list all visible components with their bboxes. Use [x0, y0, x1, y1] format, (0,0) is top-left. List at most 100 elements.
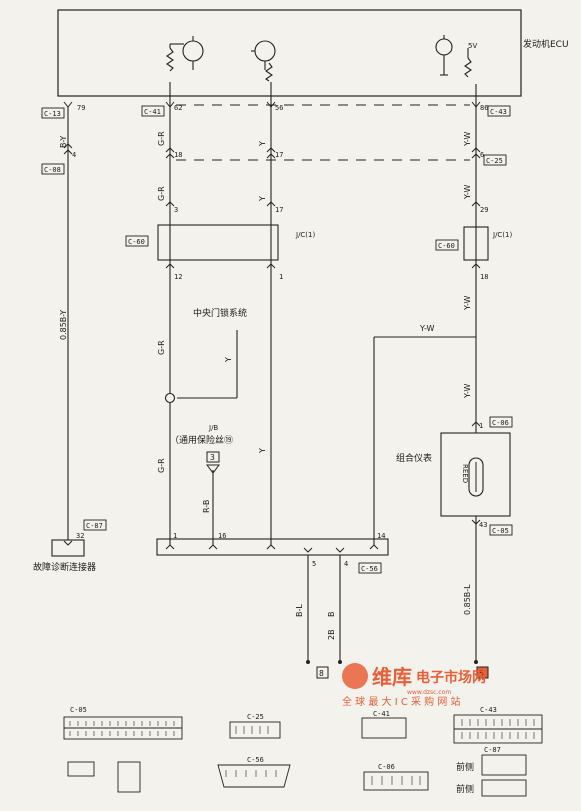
- svg-text:G-R: G-R: [157, 186, 166, 201]
- ground-right-label: 5: [479, 669, 484, 678]
- tag-c60b: C-60: [438, 242, 455, 250]
- svg-text:www.dzsc.com: www.dzsc.com: [407, 689, 451, 696]
- legend-c05: C-05: [70, 706, 87, 714]
- diag-label: 故障诊断连接器: [33, 561, 96, 573]
- tag-c43: C-43: [490, 108, 507, 116]
- svg-text:79: 79: [77, 104, 85, 112]
- fuse-number: 3: [210, 453, 215, 462]
- svg-text:G-R: G-R: [157, 340, 166, 355]
- svg-text:Y: Y: [258, 448, 267, 454]
- transistor-1-icon: [182, 40, 204, 62]
- svg-text:0.85B-Y: 0.85B-Y: [59, 310, 68, 340]
- wires: [67, 82, 477, 660]
- svg-text:62: 62: [174, 104, 182, 112]
- meter-box: [440, 432, 511, 517]
- svg-text:56: 56: [275, 104, 283, 112]
- meter-label: 组合仪表: [396, 452, 432, 464]
- svg-text:16: 16: [218, 532, 226, 540]
- jc-label-left: J/C(1): [295, 231, 315, 239]
- legend-front-1: 前侧: [456, 761, 474, 773]
- svg-text:12: 12: [174, 273, 182, 281]
- tag-c05: C-05: [492, 527, 509, 535]
- reed-label: REED: [461, 464, 469, 483]
- svg-text:32: 32: [76, 532, 84, 540]
- svg-text:43: 43: [479, 521, 487, 529]
- svg-text:Y-W: Y-W: [463, 296, 472, 312]
- fuse-icon: [206, 464, 220, 474]
- legend-c25: C-25: [247, 713, 264, 721]
- jc-label-right: J/C(1): [492, 231, 512, 239]
- svg-text:6: 6: [480, 151, 484, 159]
- svg-text:17: 17: [275, 206, 283, 214]
- resistor-2-icon: [265, 62, 273, 82]
- svg-text:4: 4: [72, 151, 76, 159]
- tag-c41: C-41: [144, 108, 161, 116]
- svg-text:G-R: G-R: [157, 458, 166, 473]
- fuse-jb-label: J/B: [208, 424, 218, 432]
- ecu-internal: [166, 35, 472, 82]
- svg-text:B-L: B-L: [295, 604, 304, 617]
- legend-c43: C-43: [480, 706, 497, 714]
- svg-text:3: 3: [174, 206, 178, 214]
- svg-text:电子市场网: 电子市场网: [416, 669, 486, 686]
- svg-text:4: 4: [344, 560, 348, 568]
- svg-text:G-R: G-R: [157, 131, 166, 146]
- ecu-label: 发动机ECU: [523, 38, 569, 50]
- legend-c87: C-87: [484, 746, 501, 754]
- svg-text:Y: Y: [258, 196, 267, 202]
- splice-node: [164, 392, 176, 404]
- tag-c13: C-13: [44, 110, 61, 118]
- svg-text:Y: Y: [224, 357, 233, 363]
- svg-text:86: 86: [480, 104, 488, 112]
- transistor-2-icon: [254, 40, 276, 62]
- diag-connector-box: [51, 539, 85, 557]
- legend-c41: C-41: [373, 710, 390, 718]
- svg-text:18: 18: [480, 273, 488, 281]
- jc-right-box: [463, 226, 489, 261]
- central-lock-label: 中央门锁系统: [193, 307, 247, 319]
- tag-c56: C-56: [361, 565, 378, 573]
- svg-text:5: 5: [312, 560, 316, 568]
- svg-text:全 球 最 大 I C 采 购 网 站: 全 球 最 大 I C 采 购 网 站: [342, 695, 461, 708]
- tag-c06: C-06: [492, 419, 509, 427]
- watermark-logo-icon: [342, 663, 368, 689]
- svg-text:Y-W: Y-W: [419, 324, 435, 333]
- svg-text:Y: Y: [258, 141, 267, 147]
- svg-text:0.85B-L: 0.85B-L: [463, 584, 472, 615]
- legend-front-2: 前侧: [456, 783, 474, 795]
- legend-c56: C-56: [247, 756, 264, 764]
- transistor-3-icon: [435, 38, 453, 56]
- legend-c06: C-06: [378, 763, 395, 771]
- svg-text:18: 18: [174, 151, 182, 159]
- tag-c08: C-08: [44, 166, 61, 174]
- svg-text:Y-W: Y-W: [463, 384, 472, 400]
- tag-c25: C-25: [486, 157, 503, 165]
- svg-text:B-Y: B-Y: [59, 136, 68, 148]
- pin-numbers: 79 62 56 86 4 18 17 6 3 17 29 12 1 18 1 …: [72, 104, 488, 568]
- tag-c60a: C-60: [128, 238, 145, 246]
- reed-switch-icon: [468, 457, 484, 497]
- connector-legend: [63, 714, 543, 797]
- ecu-supply: 5V: [468, 42, 477, 50]
- c56-connector-box: [156, 538, 389, 556]
- resistor-3-icon: [464, 57, 472, 78]
- svg-text:Y-W: Y-W: [463, 132, 472, 148]
- jc-left-box: [157, 224, 279, 261]
- svg-text:1: 1: [479, 422, 483, 430]
- svg-text:B: B: [327, 612, 336, 618]
- svg-text:2B: 2B: [327, 629, 336, 640]
- svg-text:1: 1: [173, 532, 177, 540]
- watermark: 维库 电子市场网 www.dzsc.com 全 球 最 大 I C 采 购 网 …: [342, 663, 486, 708]
- wire-labels: B-Y G-R Y Y-W G-R Y Y-W Y-W G-R 0.85B-Y …: [59, 131, 472, 640]
- svg-text:Y-W: Y-W: [463, 185, 472, 201]
- svg-text:17: 17: [275, 151, 283, 159]
- svg-text:29: 29: [480, 206, 488, 214]
- ecu-box: [57, 9, 522, 97]
- svg-text:14: 14: [377, 532, 385, 540]
- tag-c87: C-87: [86, 522, 103, 530]
- fuse-box-label: （通用保险丝⑲: [170, 434, 233, 446]
- ground-left-label: 8: [319, 669, 324, 678]
- resistor-1-icon: [166, 47, 174, 72]
- ground-left-box: [316, 666, 329, 679]
